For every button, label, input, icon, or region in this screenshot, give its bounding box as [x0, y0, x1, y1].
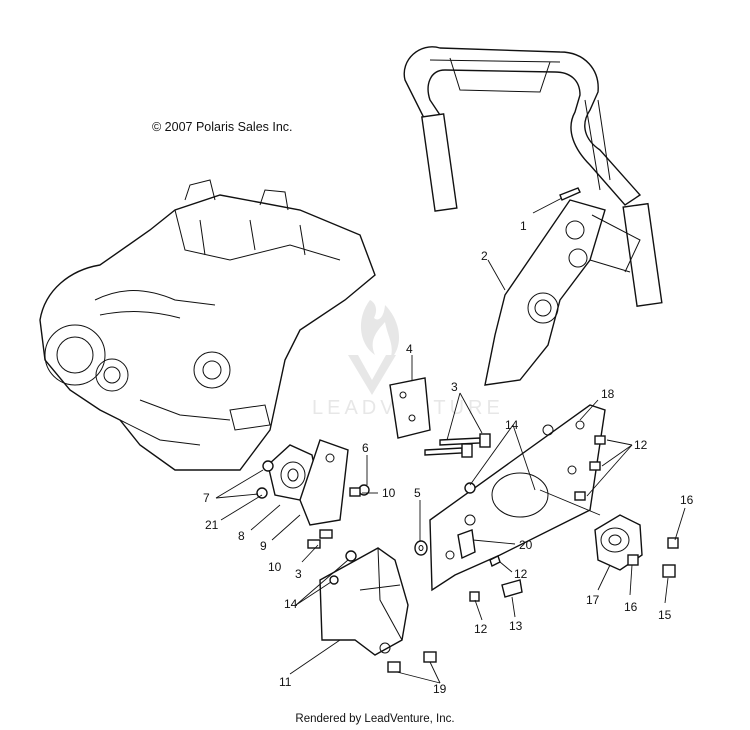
- callout-14a: 14: [505, 418, 519, 432]
- callout-labels: 1 2 4 3 18 14 6 12 7 10 5 16 21 8 9 20 1…: [203, 219, 694, 696]
- callout-5: 5: [414, 486, 421, 500]
- frame-rollcage: [403, 46, 663, 307]
- callout-12a: 12: [634, 438, 648, 452]
- part-2-mount-plate: [484, 199, 641, 386]
- part-20-clip: [457, 529, 476, 560]
- callout-21: 21: [205, 518, 219, 532]
- fasteners: [256, 435, 679, 673]
- callout-17: 17: [586, 593, 600, 607]
- callout-13: 13: [509, 619, 523, 633]
- engine-assembly: [39, 179, 376, 471]
- callout-12c: 12: [474, 622, 488, 636]
- part-4-bracket: [389, 377, 431, 439]
- leader-lines: [215, 259, 686, 684]
- callout-16a: 16: [680, 493, 694, 507]
- callout-2: 2: [481, 249, 488, 263]
- callout-10a: 10: [382, 486, 396, 500]
- callout-20: 20: [519, 538, 533, 552]
- callout-9: 9: [260, 539, 267, 553]
- callout-3b: 3: [295, 567, 302, 581]
- part-3-bolts: [424, 433, 491, 458]
- callout-8: 8: [238, 529, 245, 543]
- callout-10b: 10: [268, 560, 282, 574]
- callout-3a: 3: [451, 380, 458, 394]
- part-1-pin: [532, 187, 581, 214]
- callout-4: 4: [406, 342, 413, 356]
- callout-18: 18: [601, 387, 615, 401]
- callout-12b: 12: [514, 567, 528, 581]
- callout-16b: 16: [624, 600, 638, 614]
- callout-14b: 14: [284, 597, 298, 611]
- callout-15: 15: [658, 608, 672, 622]
- part-5-washer: [414, 540, 428, 556]
- callout-19: 19: [433, 682, 447, 696]
- callout-6: 6: [362, 441, 369, 455]
- callout-1: 1: [520, 219, 527, 233]
- callout-11: 11: [279, 675, 292, 689]
- part-9-bracket: [299, 439, 349, 526]
- callout-7: 7: [203, 491, 210, 505]
- footer-credit: Rendered by LeadVenture, Inc.: [295, 713, 454, 725]
- part-11-bracket: [319, 547, 409, 656]
- copyright-text: © 2007 Polaris Sales Inc.: [152, 120, 293, 134]
